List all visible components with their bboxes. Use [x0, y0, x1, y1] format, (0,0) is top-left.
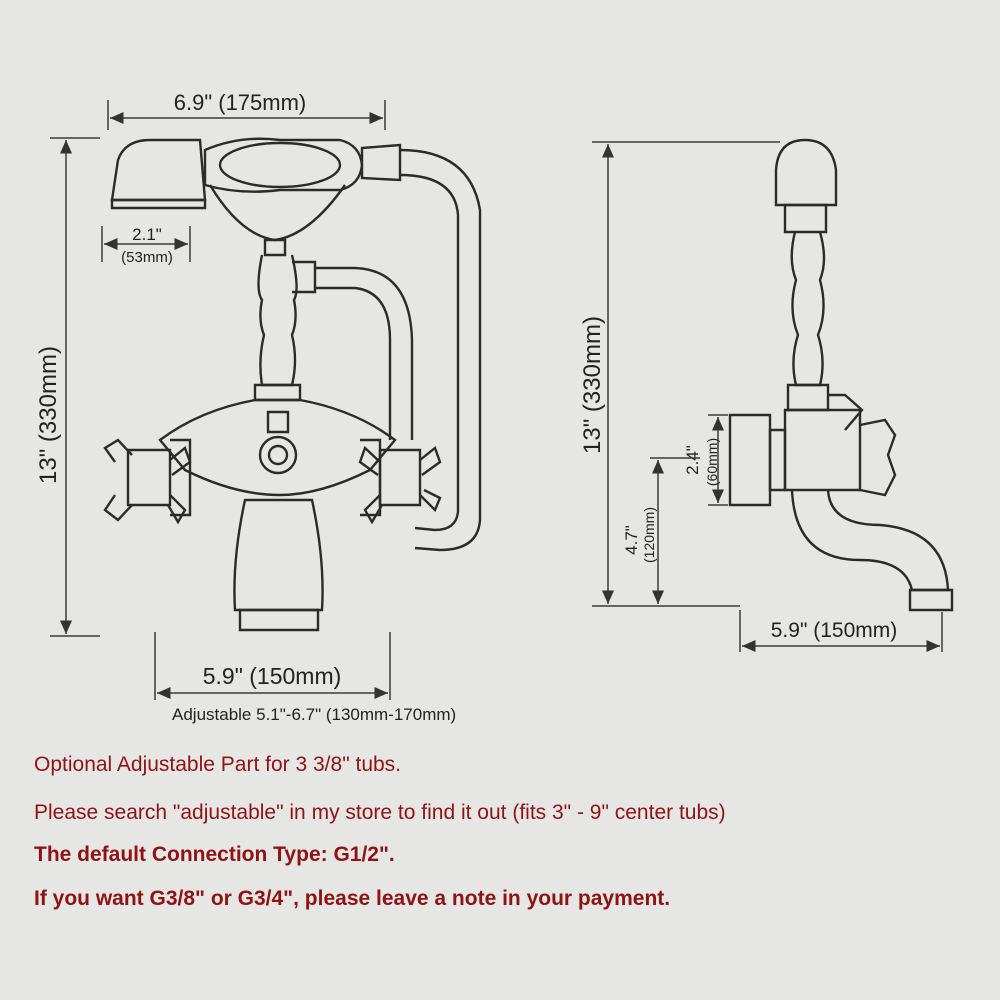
faucet-dimension-diagram: 6.9" (175mm) 2.1" (53mm) 13" (330mm) 5.9… — [35, 90, 954, 724]
right-cross-handle — [358, 438, 442, 525]
dim-base-spacing: 5.9" (150mm) — [203, 663, 342, 689]
dim-spout-height: 4.7" — [622, 525, 641, 555]
spout — [233, 498, 324, 612]
dim-spout-height-mm: (120mm) — [641, 507, 657, 563]
handshower-head — [110, 138, 207, 202]
hose — [399, 148, 482, 552]
dim-top-width: 6.9" (175mm) — [174, 90, 307, 115]
dim-flange-height-mm: (60mm) — [704, 438, 720, 486]
dim-height-left: 13" (330mm) — [35, 346, 62, 484]
side-spout — [790, 489, 950, 592]
dim-spout-reach: 5.9" (150mm) — [771, 619, 898, 642]
dim-flange-height: 2.4" — [683, 445, 702, 475]
note-search-adjustable: Please search "adjustable" in my store t… — [34, 801, 726, 824]
handshower-handle — [203, 137, 364, 193]
left-cross-handle — [103, 438, 192, 525]
side-dimensions: 13" (330mm) 2.4" (60mm) 4.7" (120mm) 5.9… — [579, 141, 943, 652]
valve-body — [158, 398, 397, 497]
side-handshower-head — [774, 138, 838, 207]
note-connection-options: If you want G3/8" or G3/4", please leave… — [34, 887, 671, 910]
note-optional-part: Optional Adjustable Part for 3 3/8" tubs… — [34, 753, 402, 776]
side-view-faucet — [728, 138, 954, 612]
note-default-connection: The default Connection Type: G1/2". — [34, 843, 395, 866]
dim-handle-width: 2.1" — [132, 225, 162, 244]
dim-handle-width-mm: (53mm) — [121, 249, 173, 266]
riser-column — [257, 254, 298, 387]
dim-height-right: 13" (330mm) — [579, 316, 606, 454]
front-view-faucet — [103, 137, 482, 632]
side-riser — [790, 231, 826, 387]
side-valve-body — [783, 408, 862, 492]
dim-adjustable-range: Adjustable 5.1"-6.7" (130mm-170mm) — [172, 705, 456, 724]
front-dimensions: 6.9" (175mm) 2.1" (53mm) 13" (330mm) 5.9… — [35, 90, 456, 724]
